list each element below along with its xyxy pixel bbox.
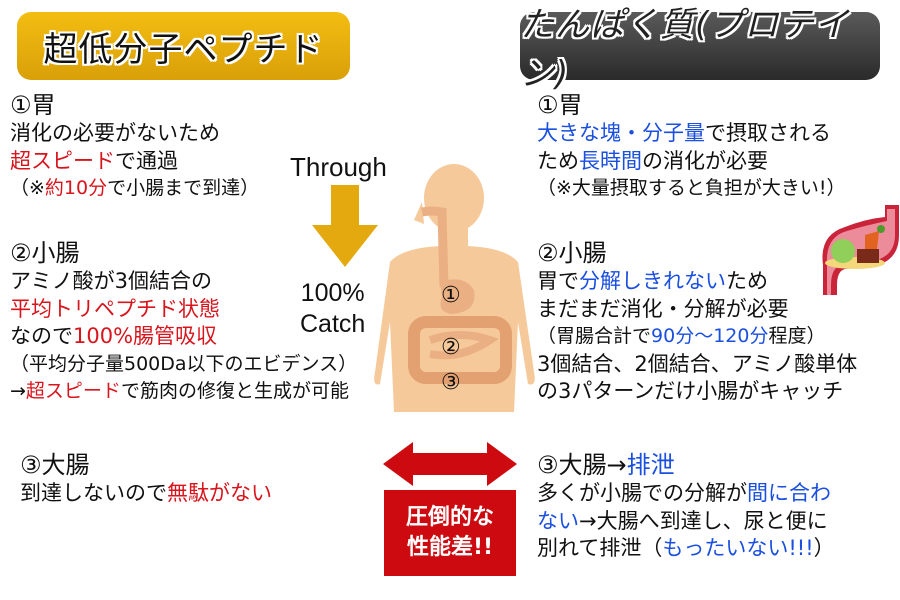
text-line: 到達しないので無駄がない xyxy=(20,480,272,508)
through-label: Through xyxy=(290,152,387,182)
peptide-title-banner: 超低分子ペプチド xyxy=(17,12,350,80)
text-fragment: 別れて排泄（ xyxy=(537,536,663,560)
highlight-blue: 90分〜120分 xyxy=(651,325,769,347)
note-line: （※大量摂取すると負担が大きい!） xyxy=(537,177,846,199)
badge-line: 圧倒的な xyxy=(405,505,494,530)
text-line: 超スピードで通過 xyxy=(10,148,259,176)
highlight-red: 平均トリペプチド状態 xyxy=(10,296,220,321)
text-fragment: ③大腸→ xyxy=(537,451,627,479)
catch-percent: 100% xyxy=(300,279,365,307)
text-fragment: で摂取される xyxy=(705,121,831,145)
highlight-blue: ない xyxy=(537,508,579,533)
double-arrow-icon xyxy=(383,442,517,486)
highlight-blue: もったいない!!! xyxy=(662,536,814,560)
human-body-icon xyxy=(374,164,535,412)
text-line: アミノ酸が3個結合の xyxy=(10,269,212,293)
text-line: 胃で分解しきれないため xyxy=(537,268,857,296)
section-heading: ①胃 xyxy=(10,91,56,119)
text-fragment: →大腸へ到達し、尿と便に xyxy=(579,508,828,533)
text-line: 3個結合、2個結合、アミノ酸単体 xyxy=(537,351,858,376)
badge-line: 性能差!! xyxy=(406,535,494,560)
organ-marker-large-intestine: ③ xyxy=(441,370,461,395)
text-line: 別れて排泄（もったいない!!!） xyxy=(537,535,835,563)
text-fragment: 到達しないので xyxy=(20,481,167,505)
highlight-red: 約10分 xyxy=(44,177,108,199)
highlight-red: 超スピード xyxy=(10,148,115,173)
highlight-blue: 大きな塊・分子量 xyxy=(537,121,705,145)
text-line: ため長時間の消化が必要 xyxy=(537,148,846,176)
text-line: ない→大腸へ到達し、尿と便に xyxy=(537,508,835,536)
text-fragment: （※ xyxy=(10,177,45,199)
down-arrow-icon xyxy=(312,185,378,267)
catch-label: 100% Catch xyxy=(300,278,365,340)
text-line: 消化の必要がないため xyxy=(10,121,220,145)
performance-gap-badge: 圧倒的な 性能差!! xyxy=(384,490,516,576)
text-line: 大きな塊・分子量で摂取される xyxy=(537,120,846,148)
highlight-blue: 排泄 xyxy=(626,451,675,479)
note-line: （※約10分で小腸まで到達） xyxy=(10,175,259,203)
text-fragment: で通過 xyxy=(115,148,178,173)
protein-large-intestine-section: ③大腸→排泄 多くが小腸での分解が間に合わ ない→大腸へ到達し、尿と便に 別れて… xyxy=(537,450,835,563)
catch-word: Catch xyxy=(300,310,366,338)
text-fragment: の消化が必要 xyxy=(642,148,768,173)
text-fragment: （胃腸合計で xyxy=(537,325,652,347)
highlight-red: 超スピード xyxy=(25,380,121,402)
section-heading: ③大腸→排泄 xyxy=(537,450,835,480)
text-line: →超スピードで筋肉の修復と生成が可能 xyxy=(10,378,357,406)
highlight-blue: 間に合わ xyxy=(747,481,831,505)
peptide-stomach-section: ①胃 消化の必要がないため 超スピードで通過 （※約10分で小腸まで到達） xyxy=(10,90,259,203)
text-line: なので100%腸管吸収 xyxy=(10,323,357,351)
text-fragment: なので xyxy=(10,324,73,348)
peptide-title: 超低分子ペプチド xyxy=(43,29,324,70)
section-heading: ①胃 xyxy=(537,91,583,119)
section-heading: ②小腸 xyxy=(10,239,80,267)
text-fragment: 胃で xyxy=(537,269,579,293)
section-heading: ②小腸 xyxy=(537,239,607,267)
stomach-food-icon xyxy=(822,205,899,295)
text-fragment: ） xyxy=(813,536,835,560)
organ-marker-stomach: ① xyxy=(441,283,461,308)
text-fragment: ため xyxy=(537,148,579,173)
text-fragment: → xyxy=(10,380,26,402)
text-fragment: で小腸まで到達） xyxy=(107,177,260,199)
highlight-blue: 長時間 xyxy=(579,148,642,173)
organ-marker-small-intestine: ② xyxy=(441,335,461,360)
protein-title: たんぱく質(プロテイン) xyxy=(520,5,850,94)
highlight-red: 無駄がない xyxy=(167,481,272,505)
peptide-small-intestine-section: ②小腸 アミノ酸が3個結合の 平均トリペプチド状態 なので100%腸管吸収 （平… xyxy=(10,238,357,406)
text-fragment: 多くが小腸での分解が xyxy=(537,481,747,505)
text-line: 多くが小腸での分解が間に合わ xyxy=(537,480,835,508)
text-line: まだまだ消化・分解が必要 xyxy=(537,296,789,321)
protein-title-banner: たんぱく質(プロテイン) xyxy=(520,5,880,94)
text-fragment: で筋肉の修復と生成が可能 xyxy=(120,380,349,402)
protein-stomach-section: ①胃 大きな塊・分子量で摂取される ため長時間の消化が必要 （※大量摂取すると負… xyxy=(537,90,846,203)
section-heading: ③大腸 xyxy=(20,451,90,479)
peptide-large-intestine-section: ③大腸 到達しないので無駄がない xyxy=(20,450,272,508)
text-fragment: ため xyxy=(726,269,768,293)
highlight-red: 100%腸管吸収 xyxy=(73,324,218,348)
note-line: （平均分子量500Da以下のエビデンス） xyxy=(10,352,358,375)
protein-small-intestine-section: ②小腸 胃で分解しきれないため まだまだ消化・分解が必要 （胃腸合計で90分〜1… xyxy=(537,238,857,406)
highlight-blue: 分解しきれない xyxy=(579,269,726,293)
note-line: （胃腸合計で90分〜120分程度） xyxy=(537,323,857,351)
text-fragment: 程度） xyxy=(768,325,826,347)
text-line: の3パターンだけ小腸がキャッチ xyxy=(537,379,844,403)
